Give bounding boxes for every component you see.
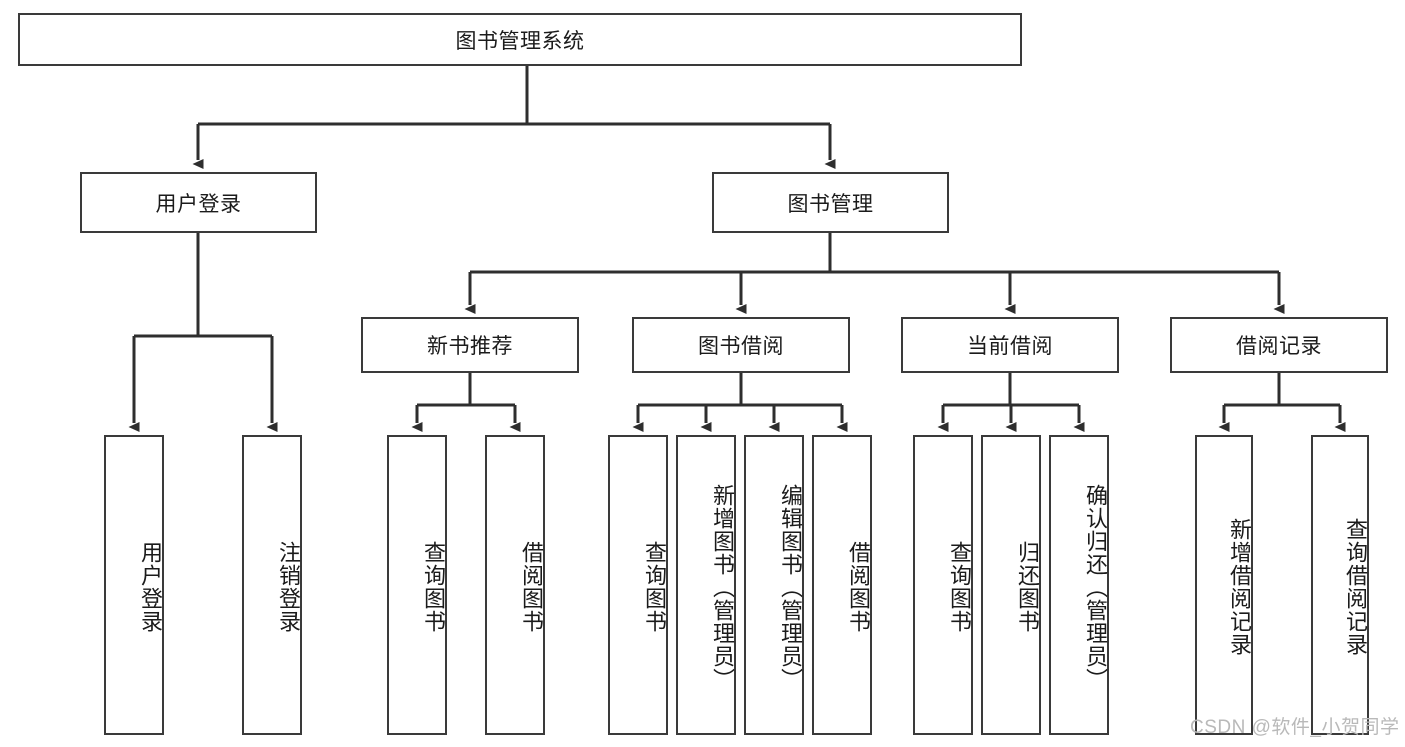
node-leaf-query-book-recommend[interactable]: 查询图书 [387,435,447,735]
node-leaf-logout-label: 注销登录 [276,541,301,633]
node-leaf-logout[interactable]: 注销登录 [242,435,302,735]
node-leaf-edit-book-admin-label: 编辑图书（管理员） [778,483,803,691]
node-current-borrow-label: 当前借阅 [967,335,1053,358]
node-new-book-recommend-label: 新书推荐 [427,335,513,358]
node-leaf-borrow-book-label: 借阅图书 [846,541,871,633]
node-leaf-add-book-admin[interactable]: 新增图书（管理员） [676,435,736,735]
node-leaf-query-book-borrow-label: 查询图书 [642,541,667,633]
node-leaf-query-book-recommend-label: 查询图书 [421,541,446,633]
node-leaf-edit-book-admin[interactable]: 编辑图书（管理员） [744,435,804,735]
node-leaf-user-login[interactable]: 用户登录 [104,435,164,735]
node-leaf-return-book-label: 归还图书 [1015,541,1040,633]
node-leaf-add-book-admin-label: 新增图书（管理员） [710,483,735,691]
node-user-login-label: 用户登录 [155,192,242,216]
node-leaf-query-borrow-record[interactable]: 查询借阅记录 [1311,435,1369,735]
node-user-login[interactable]: 用户登录 [80,172,317,233]
node-root[interactable]: 图书管理系统 [18,13,1022,66]
node-leaf-query-book-borrow[interactable]: 查询图书 [608,435,668,735]
node-borrow-record-label: 借阅记录 [1236,335,1322,358]
node-leaf-confirm-return-admin[interactable]: 确认归还（管理员） [1049,435,1109,735]
watermark: CSDN @软件_小贺同学 [1190,717,1400,738]
node-leaf-borrow-book[interactable]: 借阅图书 [812,435,872,735]
node-book-management-label: 图书管理 [787,192,874,216]
node-leaf-user-login-label: 用户登录 [138,541,163,633]
node-root-label: 图书管理系统 [455,29,585,53]
node-leaf-query-borrow-record-label: 查询借阅记录 [1343,518,1368,656]
node-leaf-confirm-return-admin-label: 确认归还（管理员） [1083,483,1108,691]
node-book-borrow[interactable]: 图书借阅 [632,317,850,373]
node-leaf-return-book[interactable]: 归还图书 [981,435,1041,735]
node-book-borrow-label: 图书借阅 [698,335,784,358]
node-leaf-borrow-book-recommend[interactable]: 借阅图书 [485,435,545,735]
node-current-borrow[interactable]: 当前借阅 [901,317,1119,373]
node-book-management[interactable]: 图书管理 [712,172,949,233]
node-leaf-add-borrow-record-label: 新增借阅记录 [1227,518,1252,656]
node-leaf-query-book-current-label: 查询图书 [947,541,972,633]
node-leaf-query-book-current[interactable]: 查询图书 [913,435,973,735]
node-leaf-add-borrow-record[interactable]: 新增借阅记录 [1195,435,1253,735]
node-leaf-borrow-book-recommend-label: 借阅图书 [519,541,544,633]
node-borrow-record[interactable]: 借阅记录 [1170,317,1388,373]
node-new-book-recommend[interactable]: 新书推荐 [361,317,579,373]
